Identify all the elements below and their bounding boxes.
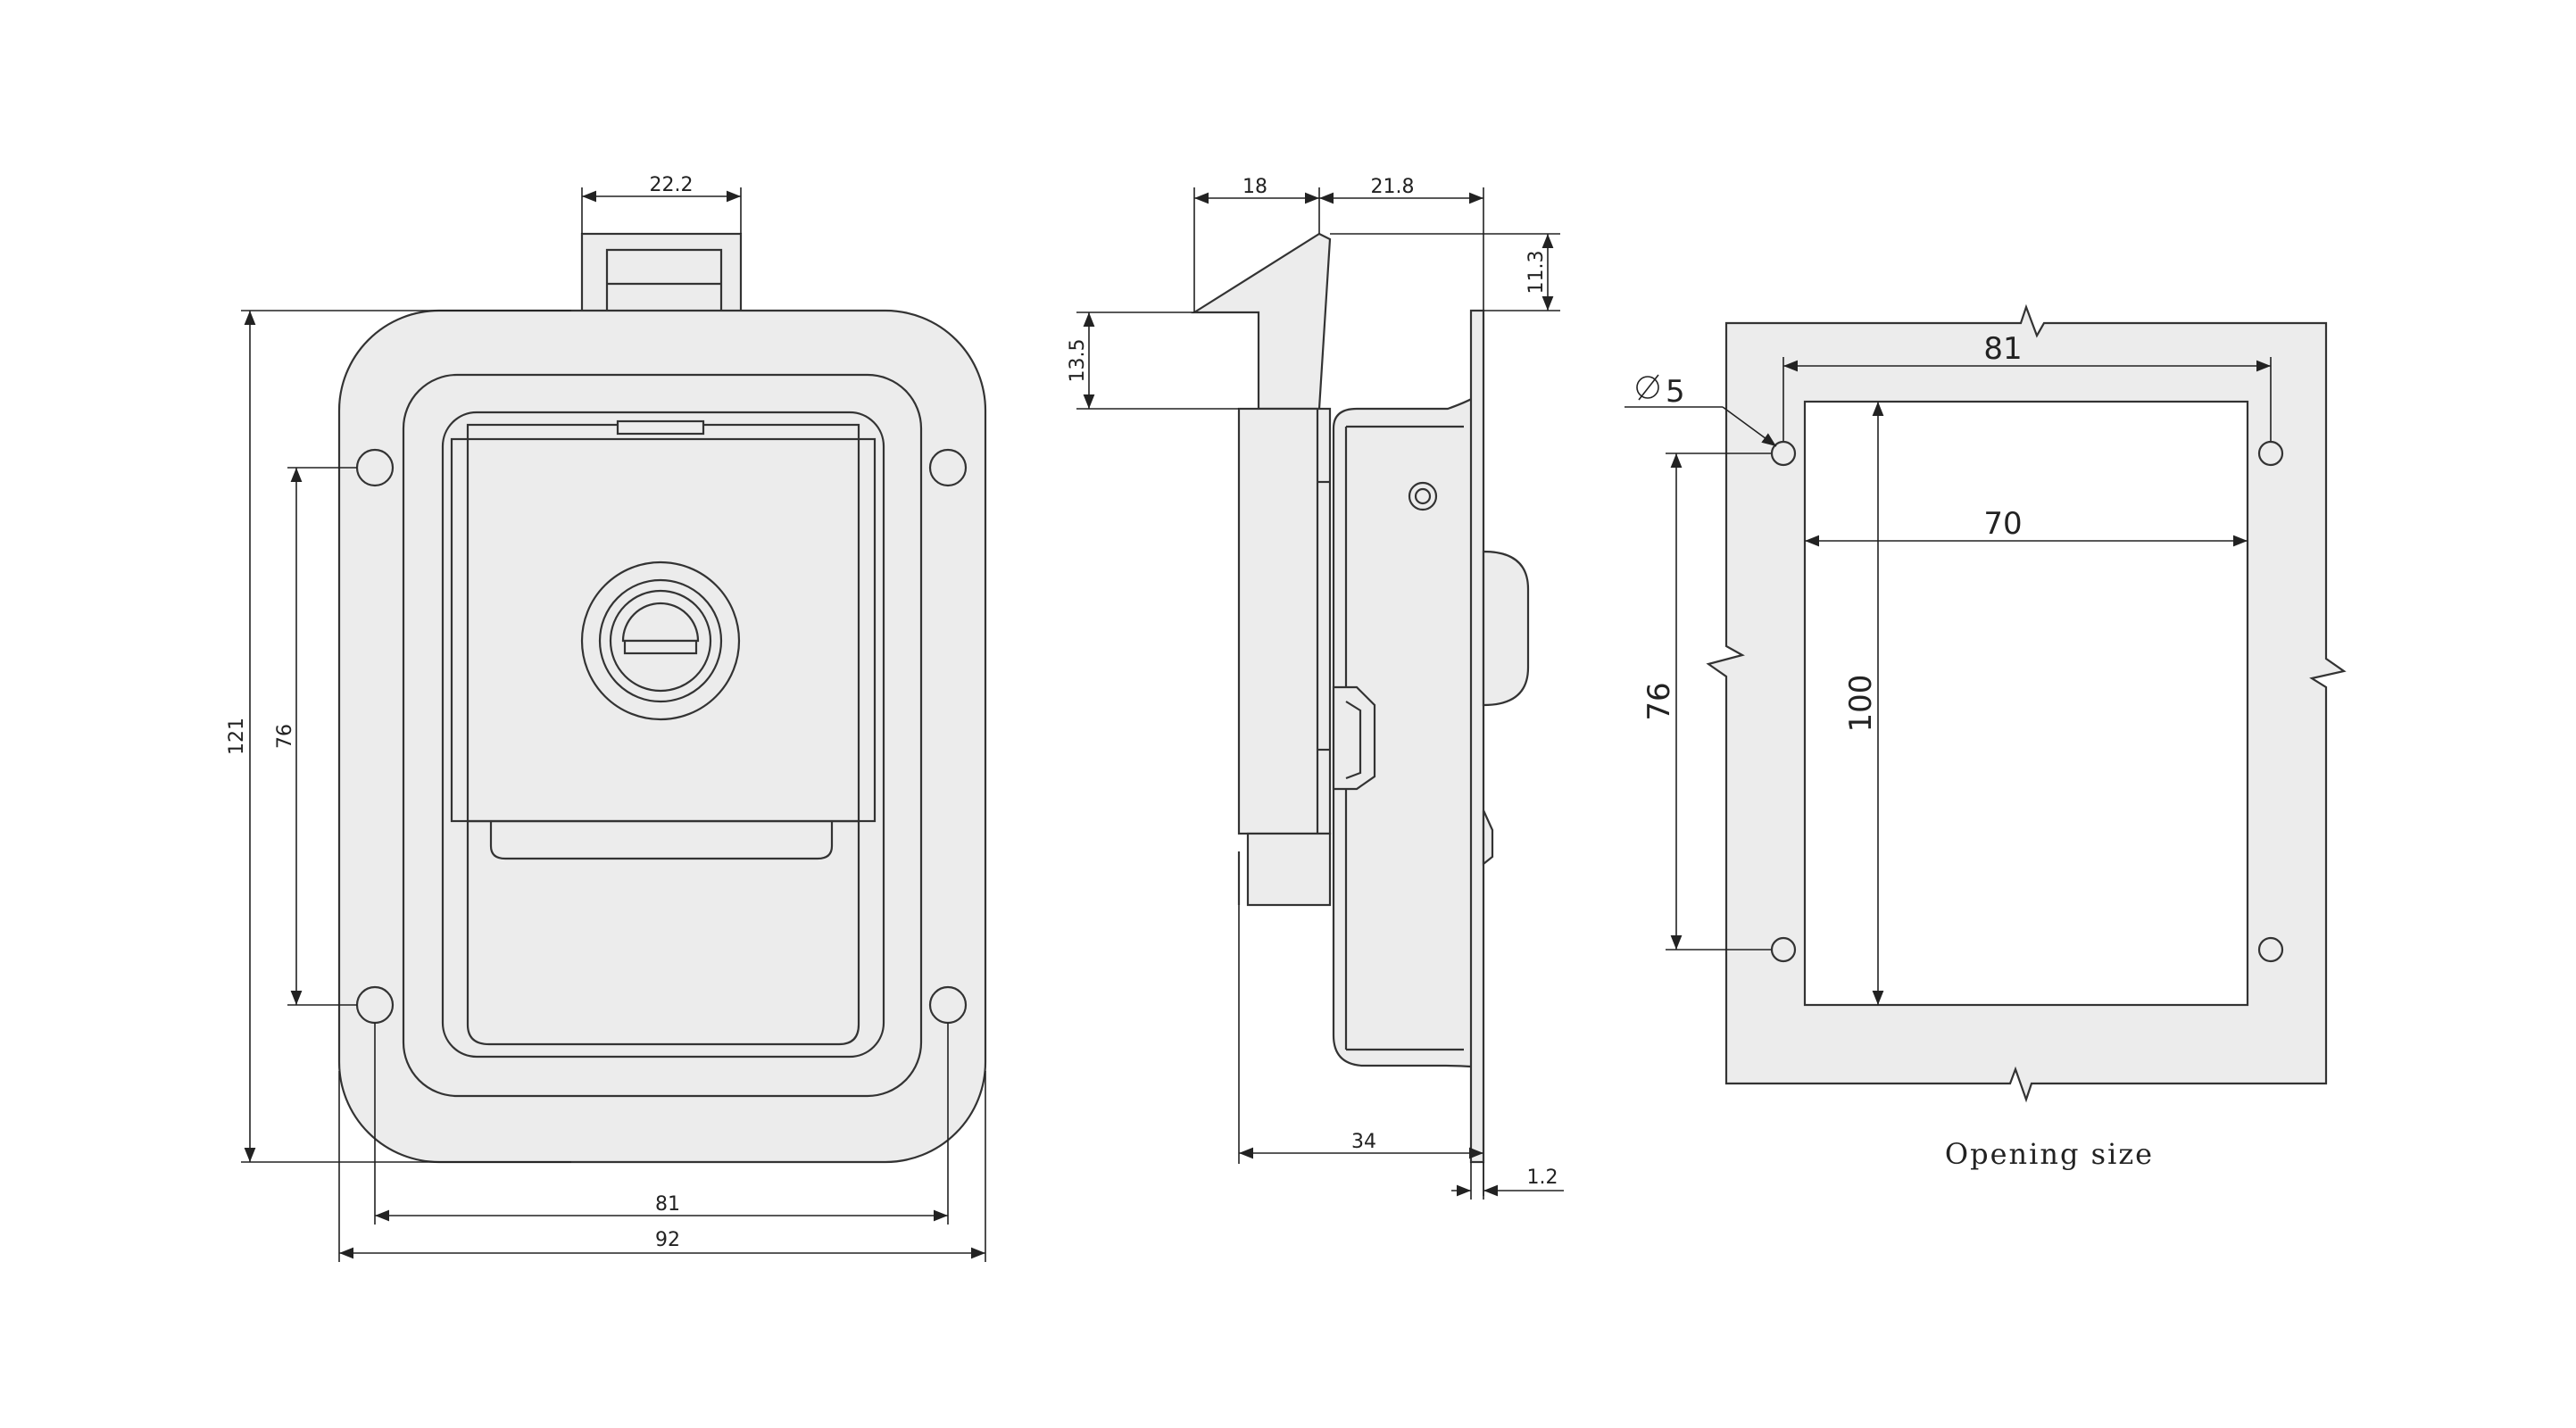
dim-hole-horizontal: 81 bbox=[374, 1023, 949, 1225]
mounting-hole-bl bbox=[355, 985, 395, 1025]
panel-hole-bl bbox=[1770, 936, 1797, 963]
dim-label: 21.8 bbox=[1371, 176, 1415, 198]
handle-tab-inner bbox=[605, 248, 723, 314]
paddle-side bbox=[1237, 407, 1332, 835]
dim-flange-thickness: 1.2 bbox=[1451, 1162, 1564, 1200]
dim-handle-height: 13.5 bbox=[1067, 311, 1239, 410]
dim-label: 76 bbox=[274, 724, 296, 749]
dim-label: 81 bbox=[655, 1193, 680, 1216]
dim-total-depth: 34 bbox=[1238, 905, 1484, 1196]
dim-opening-height: 100 bbox=[1843, 402, 1884, 1005]
dim-label: 76 bbox=[1641, 682, 1677, 720]
dim-label: 22.2 bbox=[650, 174, 694, 196]
dim-label: 81 bbox=[1983, 331, 2022, 367]
cam-pawl bbox=[1332, 685, 1376, 791]
dim-label: 1.2 bbox=[1527, 1166, 1558, 1189]
dim-body-offset: 21.8 bbox=[1319, 176, 1484, 311]
dim-label: 18 bbox=[1242, 176, 1267, 198]
dim-hole-diameter: 5 bbox=[1625, 374, 1777, 447]
side-view: 18 21.8 11.3 13.5 34 bbox=[1067, 176, 1564, 1200]
paddle-grip bbox=[489, 821, 834, 860]
dim-height: 121 bbox=[226, 310, 571, 1163]
dim-hole-spacing-h: 81 bbox=[1782, 331, 2272, 441]
opening-view: 5 81 70 76 100 Opening size bbox=[1625, 303, 2347, 1171]
handle-lever bbox=[1191, 232, 1332, 411]
dim-label: 11.3 bbox=[1525, 251, 1548, 295]
panel-hole-br bbox=[2257, 936, 2284, 963]
dim-handle-depth: 18 bbox=[1193, 176, 1320, 312]
dim-label: 5 bbox=[1666, 374, 1685, 410]
lower-tab bbox=[1246, 832, 1332, 907]
dim-label: 121 bbox=[226, 718, 248, 755]
front-view: 22.2 121 76 81 92 bbox=[226, 174, 987, 1262]
recess-inner bbox=[441, 411, 885, 1059]
dim-hole-vertical: 76 bbox=[274, 467, 357, 1006]
dim-label: 34 bbox=[1351, 1131, 1376, 1153]
dim-width: 92 bbox=[338, 1071, 986, 1262]
dim-hole-spacing-v: 76 bbox=[1641, 452, 1771, 951]
paddle-lower bbox=[466, 819, 860, 1046]
mounting-hole-tl bbox=[355, 448, 395, 487]
dim-label: 100 bbox=[1843, 675, 1879, 733]
panel-hole-tr bbox=[2257, 440, 2284, 467]
dim-handle-width: 22.2 bbox=[581, 174, 742, 234]
opening-size-caption: Opening size bbox=[1945, 1137, 2154, 1171]
dim-label: 13.5 bbox=[1067, 339, 1089, 383]
lock-keyway bbox=[621, 602, 700, 643]
mounting-hole-tr bbox=[928, 448, 968, 487]
flange-plate bbox=[1469, 309, 1485, 1164]
dim-label: 92 bbox=[655, 1229, 680, 1251]
dim-top-gap: 11.3 bbox=[1330, 233, 1560, 311]
dim-label: 70 bbox=[1983, 506, 2022, 542]
screw-head bbox=[1408, 481, 1438, 511]
handle-tab bbox=[580, 232, 743, 316]
panel-hole-tl bbox=[1770, 440, 1797, 467]
mounting-hole-br bbox=[928, 985, 968, 1025]
rear-boss bbox=[1482, 550, 1530, 707]
